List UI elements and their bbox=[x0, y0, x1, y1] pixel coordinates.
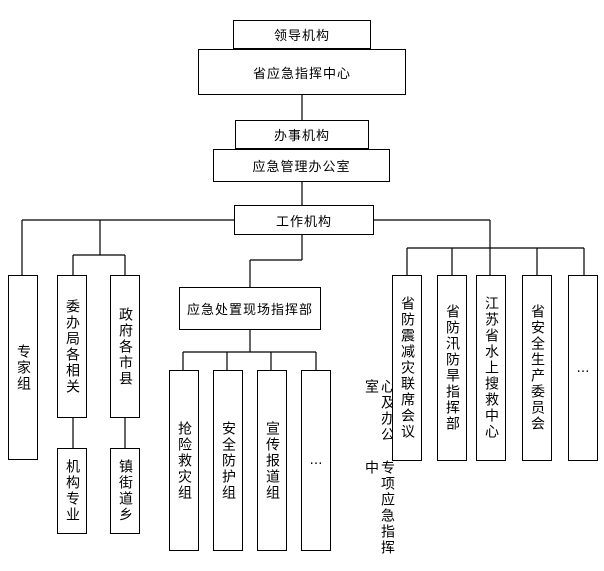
special-command-label-line1: 专项应急指挥中 bbox=[363, 459, 395, 556]
provincial-command-center-label: 省应急指挥中心 bbox=[252, 66, 351, 82]
city-governments-label-line1: 各市县 bbox=[117, 338, 133, 387]
more-groups-box: … bbox=[301, 370, 331, 551]
safety-group-box: 安全防护组 bbox=[213, 370, 243, 551]
more-special-units-box: … bbox=[568, 275, 598, 461]
publicity-group-box: 宣传报道组 bbox=[257, 370, 287, 551]
water-rescue-center-box: 江苏省水上搜救中心 bbox=[476, 275, 506, 461]
professional-label-line2: 机构 bbox=[64, 459, 80, 491]
departments-label-line1: 各相关 bbox=[64, 346, 80, 395]
city-governments-box: 各市县 政府 bbox=[110, 275, 140, 418]
working-label-box: 工作机构 bbox=[234, 205, 374, 235]
more-groups-ellipsis: … bbox=[309, 453, 323, 468]
professional-label-line1: 专业 bbox=[64, 491, 80, 523]
safety-group-label: 安全防护组 bbox=[220, 420, 236, 501]
publicity-group-label: 宣传报道组 bbox=[264, 420, 280, 501]
more-special-units-ellipsis: … bbox=[576, 360, 590, 376]
special-command-label: 专项应急指挥中 心及办公室 bbox=[363, 275, 395, 571]
rescue-group-label: 抢险救灾组 bbox=[176, 420, 192, 501]
departments-label-line2: 委办局 bbox=[64, 298, 80, 347]
onsite-command-label: 应急处置现场指挥部 bbox=[186, 303, 313, 318]
expert-group-box: 专家组 bbox=[8, 275, 38, 460]
work-safety-committee-box: 省安全生产委员会 bbox=[522, 275, 552, 461]
earthquake-committee-box: 省防震减灾联席会议 bbox=[392, 275, 422, 461]
emergency-office-box: 应急管理办公室 bbox=[213, 149, 390, 182]
streets-label-line1: 街道乡 bbox=[117, 475, 133, 523]
office-label: 办事机构 bbox=[273, 129, 330, 144]
expert-group-label: 专家组 bbox=[15, 343, 31, 392]
working-label: 工作机构 bbox=[275, 214, 332, 230]
emergency-office-label: 应急管理办公室 bbox=[252, 160, 351, 175]
flood-drought-command-label: 省防汛防旱指挥部 bbox=[444, 304, 460, 432]
office-label-box: 办事机构 bbox=[235, 120, 369, 149]
leadership-label: 领导机构 bbox=[273, 29, 330, 44]
provincial-command-center-box: 省应急指挥中心 bbox=[198, 49, 406, 95]
professional-institutions-box: 专业 机构 bbox=[57, 448, 87, 534]
flood-drought-command-box: 省防汛防旱指挥部 bbox=[437, 275, 467, 461]
departments-box: 各相关 委办局 bbox=[57, 275, 87, 418]
city-governments-label-line2: 政府 bbox=[117, 306, 133, 339]
rescue-group-box: 抢险救灾组 bbox=[169, 370, 199, 551]
water-rescue-center-label: 江苏省水上搜救中心 bbox=[483, 296, 499, 440]
special-command-label-line2: 心及办公室 bbox=[363, 379, 395, 443]
leadership-label-box: 领导机构 bbox=[233, 20, 371, 49]
work-safety-committee-label: 省安全生产委员会 bbox=[529, 304, 545, 432]
streets-label-line2: 镇 bbox=[117, 459, 133, 475]
onsite-command-box: 应急处置现场指挥部 bbox=[179, 287, 321, 330]
earthquake-committee-label: 省防震减灾联席会议 bbox=[399, 296, 415, 440]
streets-towns-box: 街道乡 镇 bbox=[110, 448, 140, 534]
